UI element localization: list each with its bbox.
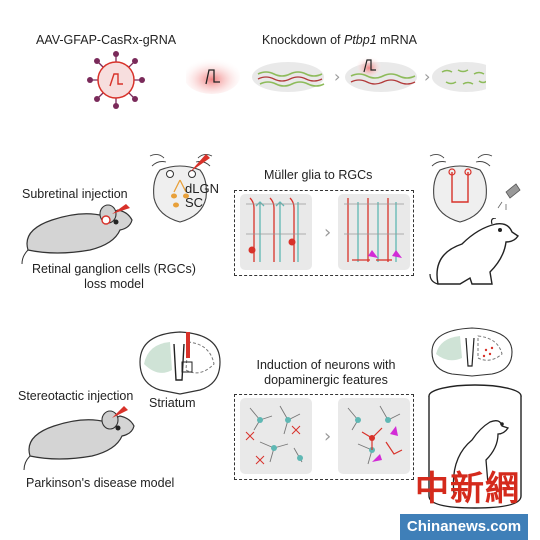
brain-label-sc: SC [185, 195, 204, 210]
induction-title-line1: Induction of neurons with [256, 358, 396, 372]
knockdown-gene: Ptbp1 [344, 33, 377, 47]
svg-text:›: › [324, 222, 331, 243]
knockdown-title: Knockdown of Ptbp1 mRNA [262, 33, 417, 48]
induction-title-line2: dopaminergic features [264, 373, 388, 387]
knockdown-sequence: › › [186, 56, 486, 94]
brain-label-dlgn: dLGN [185, 181, 219, 196]
watermark-site: Chinanews.com [400, 514, 528, 540]
brain-dorsal-icon [149, 153, 213, 223]
subretinal-injection-label: Subretinal injection [22, 187, 128, 201]
coronal-brain-2-icon [431, 327, 513, 377]
coronal-brain-icon [139, 331, 221, 395]
watermark-seal: 中新網 [415, 469, 520, 509]
striatum-panels: › [240, 398, 410, 474]
svg-text:›: › [334, 67, 340, 86]
striatum-box [234, 394, 414, 480]
mouse-standing-icon [429, 218, 519, 285]
rgc-model-line1: Retinal ganglion cells (RGCs) [32, 262, 196, 276]
svg-text:›: › [424, 67, 430, 86]
brain-dorsal-red-icon [429, 153, 521, 223]
knockdown-prefix: Knockdown of [262, 33, 344, 47]
mouse-2-icon [23, 406, 135, 471]
parkinsons-model-label: Parkinson's disease model [26, 476, 175, 490]
mouse-icon [21, 204, 133, 265]
knockdown-suffix: mRNA [376, 33, 417, 47]
cylinder-test-icon [428, 384, 522, 509]
svg-text:›: › [324, 426, 331, 447]
muller-glia-title: Müller glia to RGCs [264, 168, 373, 182]
retina-box [234, 190, 414, 276]
aav-virus-icon [87, 51, 145, 109]
vector-label: AAV-GFAP-CasRx-gRNA [36, 33, 177, 47]
retina-panels: › [240, 194, 410, 270]
rgc-model-line2: loss model [84, 277, 144, 291]
stereotactic-injection-label: Stereotactic injection [18, 389, 134, 403]
striatum-label: Striatum [149, 396, 196, 410]
